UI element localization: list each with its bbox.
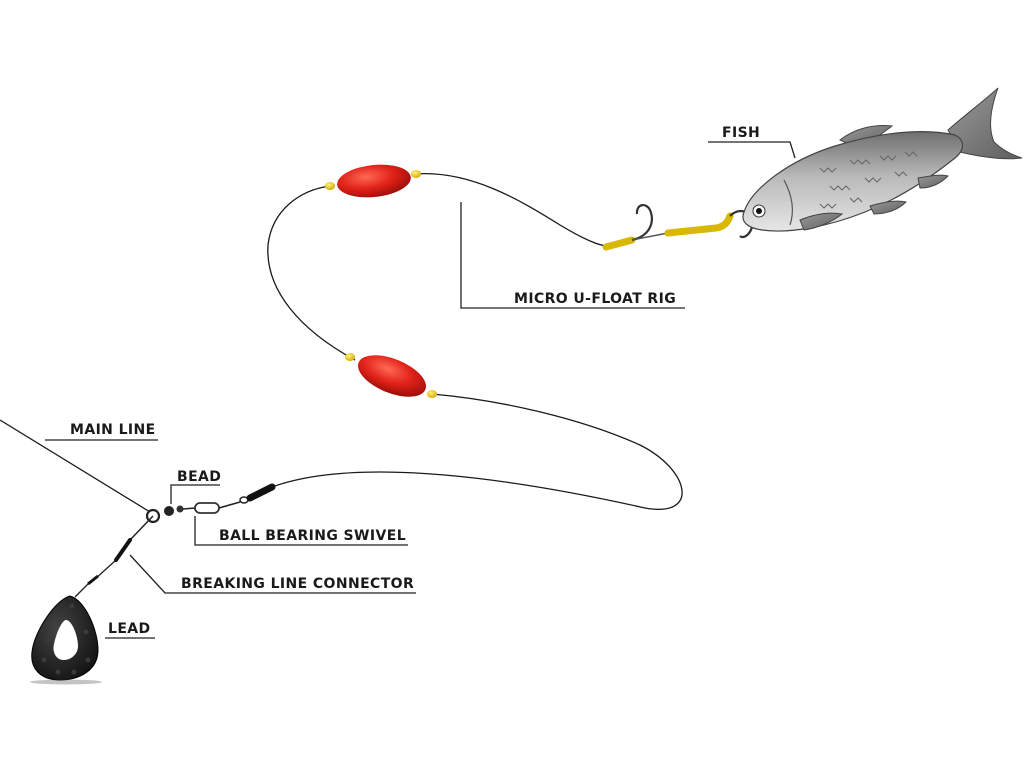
hooklink-line [267,173,683,510]
bead-icon [164,506,174,516]
label-rig: MICRO U-FLOAT RIG [514,291,676,307]
connector-link [129,515,154,541]
float-stop-bead [411,170,421,178]
fish-anal-fin [869,200,907,215]
snap-link [194,502,220,514]
fish-illustration [742,87,1023,232]
breaking-line-connector [114,538,132,562]
fish-body [742,131,964,232]
hook-sleeve [664,212,734,237]
label-fish: FISH [722,125,760,141]
swivel-link [218,501,241,509]
label-main-line: MAIN LINE [70,422,156,438]
hook-sleeve [602,236,636,251]
swivel-leader [194,516,408,546]
lower-float [345,353,437,398]
fish-gill [783,179,794,226]
label-bead: BEAD [177,469,221,485]
connector-link [74,583,89,598]
label-swivel: BALL BEARING SWIVEL [219,528,406,544]
float-stop-bead [325,182,335,190]
main-line [0,419,151,513]
lead-studs [41,603,91,675]
connector-leader [129,554,416,594]
bead-leader [170,484,220,504]
fish-rear-fin [917,174,949,189]
float-body [358,355,426,397]
fish-scales [819,151,918,209]
lead-shadow [30,679,102,685]
float-stop-bead [345,353,355,361]
swivel-eye [176,505,184,513]
fish-pectoral-fin [799,212,844,231]
label-connector: BREAKING LINE CONNECTOR [181,576,414,592]
label-lead: LEAD [108,621,151,637]
fish-leader [708,141,796,159]
tubing [246,483,276,502]
lead-assembly [30,515,154,685]
rig-leader [460,202,685,309]
hook-shank [631,232,669,241]
lead-hole [53,620,78,660]
swivel-link [182,507,196,510]
hook-icon [631,204,653,242]
float-body [337,164,411,198]
upper-float [325,164,421,198]
fish-pupil [756,208,762,214]
fish-tail [947,87,1023,160]
connector-clip [87,574,99,586]
float-stop-bead [427,390,437,398]
terminal-tackle [145,483,276,524]
hook-assembly [602,204,754,251]
